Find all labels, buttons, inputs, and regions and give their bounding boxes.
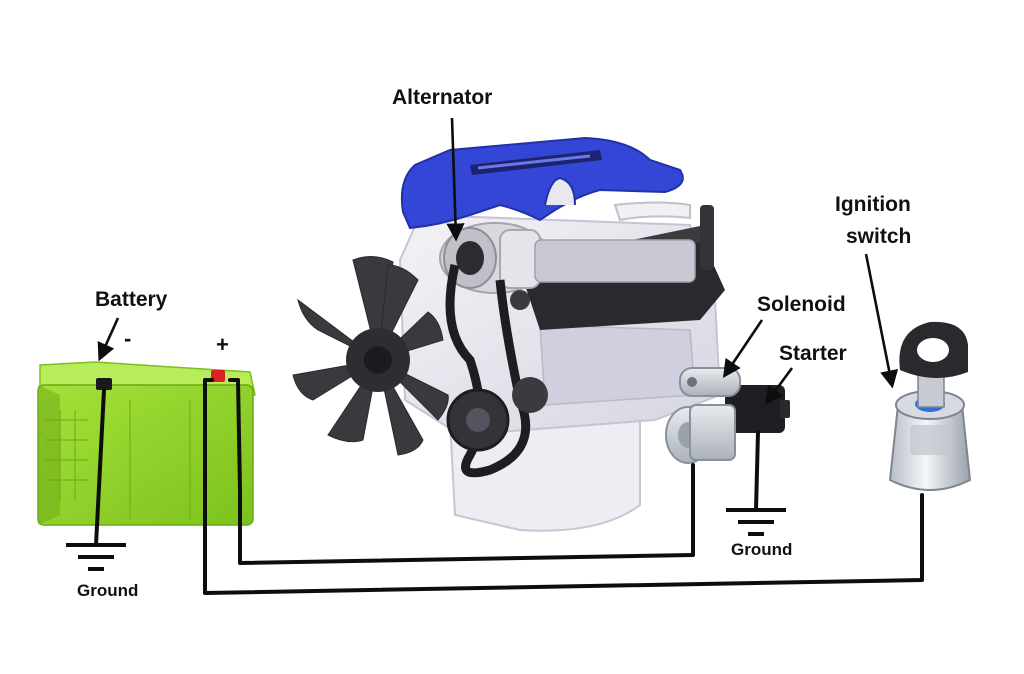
arrow-alternator [446,117,465,242]
ignition-key-switch-icon [888,321,972,491]
arrow-ignition-switch [864,253,899,389]
positive-terminal [211,370,225,382]
label-ignition-line1: Ignition [835,193,911,216]
label-starter: Starter [779,342,847,365]
ground-symbol-icon [66,543,126,571]
radiator-fan [292,256,449,456]
solenoid-icon [679,367,741,397]
arrow-solenoid [722,319,764,379]
alternator-pulley [439,222,696,294]
arrow-battery [97,317,120,362]
engine-cover-blue [400,136,684,230]
label-battery-negative: - [124,326,131,351]
wiring [94,378,924,595]
wire-starter-ground [754,430,760,512]
engine-oil-pan [448,419,641,532]
starter-motor-icon [665,367,790,464]
callout-arrows [97,117,899,405]
battery-body [37,384,254,526]
label-battery: Battery [95,288,168,311]
label-ground-battery: Ground [77,581,138,600]
label-solenoid: Solenoid [757,293,846,316]
engine-illustration [292,136,725,532]
car-battery-icon [37,361,256,526]
ignition-key [899,321,968,408]
label-ground-starter: Ground [731,540,792,559]
drive-belt [445,263,531,478]
arrow-starter [764,367,794,405]
label-battery-positive: + [216,332,229,357]
wire-battery-positive-solenoid [228,378,695,565]
label-ignition-line2: switch [846,225,911,248]
negative-terminal [96,378,112,390]
wire-battery-positive-ignition [203,378,924,595]
label-alternator: Alternator [392,86,492,109]
ground-symbol-icon [726,508,786,536]
wire-battery-negative-ground [94,388,106,547]
